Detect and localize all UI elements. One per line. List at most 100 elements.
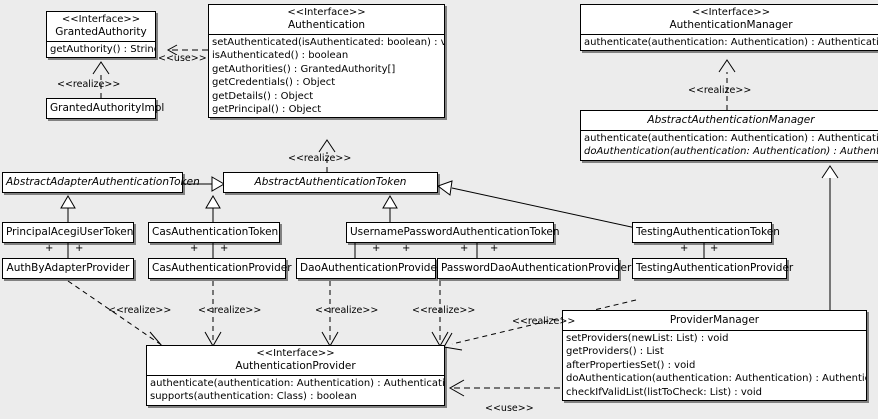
class-member: doAuthentication(authentication: Authent…	[566, 373, 866, 385]
class-header: PasswordDaoAuthenticationProvider	[438, 259, 632, 278]
multiplicity-marker: +	[372, 243, 381, 254]
members-compartment: setAuthenticated(isAuthenticated: boolea…	[209, 34, 444, 117]
multiplicity-marker: +	[220, 243, 229, 254]
class-name: UsernamePasswordAuthenticationToken	[350, 226, 560, 238]
class-name: AbstractAuthenticationManager	[647, 114, 815, 126]
class-box-dao-authentication-provider[interactable]: DaoAuthenticationProvider	[296, 258, 442, 279]
class-name: GrantedAuthorityImpl	[50, 102, 165, 114]
stereotype-label: <<Interface>>	[691, 7, 771, 18]
members-compartment: authenticate(authentication: Authenticat…	[581, 130, 878, 160]
class-name: AuthenticationManager	[669, 19, 793, 31]
members-compartment: authenticate(authentication: Authenticat…	[147, 375, 444, 405]
class-header: PrincipalAcegiUserToken	[3, 223, 133, 242]
class-name: AuthByAdapterProvider	[6, 262, 130, 274]
edge-label-use-provider-manager: <<use>>	[485, 403, 534, 414]
edge-label-realize-password-dao-provider: <<realize>>	[412, 305, 476, 316]
members-compartment: setProviders(newList: List) : void getPr…	[563, 330, 866, 400]
edge-label-realize-granted-authority-impl: <<realize>>	[57, 79, 121, 90]
edge-label-realize-testing-provider: <<realize>>	[512, 316, 576, 327]
class-box-granted-authority-impl[interactable]: GrantedAuthorityImpl	[46, 98, 165, 119]
members-compartment: getAuthority() : String	[47, 41, 155, 57]
multiplicity-marker: +	[402, 243, 411, 254]
class-name: AuthenticationProvider	[235, 360, 356, 372]
class-header: DaoAuthenticationProvider	[297, 259, 442, 278]
class-name: PrincipalAcegiUserToken	[6, 226, 134, 238]
class-name: CasAuthenticationToken	[152, 226, 279, 238]
class-header: AbstractAuthenticationManager	[581, 111, 878, 130]
edge-label-realize-cas-provider: <<realize>>	[198, 305, 262, 316]
stereotype-label: <<Interface>>	[287, 7, 366, 18]
class-member: afterPropertiesSet() : void	[566, 359, 696, 371]
class-name: GrantedAuthority	[55, 26, 147, 38]
stereotype-label: <<Interface>>	[61, 14, 141, 25]
class-member: setProviders(newList: List) : void	[566, 333, 729, 344]
edge-label-realize-authentication-manager: <<realize>>	[688, 85, 752, 96]
class-member: authenticate(authentication: Authenticat…	[150, 378, 444, 389]
class-header: <<Interface>> GrantedAuthority	[47, 12, 155, 41]
class-name: CasAuthenticationProvider	[152, 262, 292, 274]
class-box-granted-authority[interactable]: <<Interface>> GrantedAuthority getAuthor…	[46, 11, 156, 59]
class-member: getAuthority() : String	[50, 44, 155, 55]
class-box-abstract-adapter-authentication-token[interactable]: AbstractAdapterAuthenticationToken	[2, 172, 200, 193]
class-member: authenticate(authentication: Authenticat…	[584, 133, 878, 144]
class-box-username-password-authentication-token[interactable]: UsernamePasswordAuthenticationToken	[346, 222, 560, 243]
class-member: supports(authentication: Class) : boolea…	[150, 391, 357, 403]
multiplicity-marker: +	[490, 243, 499, 254]
multiplicity-marker: +	[75, 243, 84, 254]
class-member: checkIfValidList(listToCheck: List) : vo…	[566, 386, 763, 398]
multiplicity-marker: +	[45, 243, 54, 254]
class-header: <<Interface>> Authentication	[209, 5, 444, 34]
class-member: doAuthentication(authentication: Authent…	[584, 146, 878, 158]
class-header: AbstractAuthenticationToken	[224, 173, 437, 192]
class-member: authenticate(authentication: Authenticat…	[584, 37, 878, 48]
edge-label-realize-dao-provider: <<realize>>	[315, 305, 379, 316]
class-box-authentication-manager[interactable]: <<Interface>> AuthenticationManager auth…	[580, 4, 878, 52]
class-name: TestingAuthenticationToken	[636, 226, 780, 238]
class-name: AbstractAdapterAuthenticationToken	[6, 176, 200, 188]
class-member: getPrincipal() : Object	[212, 104, 322, 116]
class-box-provider-manager[interactable]: ProviderManager setProviders(newList: Li…	[562, 310, 867, 402]
class-header: <<Interface>> AuthenticationManager	[581, 5, 878, 34]
class-header: CasAuthenticationToken	[149, 223, 279, 242]
class-header: TestingAuthenticationProvider	[633, 259, 794, 278]
multiplicity-marker: +	[190, 243, 199, 254]
members-compartment: authenticate(authentication: Authenticat…	[581, 34, 878, 50]
class-member: setAuthenticated(isAuthenticated: boolea…	[212, 37, 444, 48]
class-name: TestingAuthenticationProvider	[636, 262, 794, 274]
class-box-cas-authentication-token[interactable]: CasAuthenticationToken	[148, 222, 280, 243]
class-header: UsernamePasswordAuthenticationToken	[347, 223, 560, 242]
class-name: PasswordDaoAuthenticationProvider	[441, 262, 632, 274]
class-box-abstract-authentication-manager[interactable]: AbstractAuthenticationManager authentica…	[580, 110, 878, 161]
edge-label-realize-auth-by-adapter: <<realize>>	[108, 305, 172, 316]
multiplicity-marker: +	[680, 243, 689, 254]
class-box-auth-by-adapter-provider[interactable]: AuthByAdapterProvider	[2, 258, 134, 279]
multiplicity-marker: +	[460, 243, 469, 254]
class-box-cas-authentication-provider[interactable]: CasAuthenticationProvider	[148, 258, 292, 279]
edge-label-use-authentication-granted-authority: <<use>>	[158, 53, 207, 64]
stereotype-label: <<Interface>>	[256, 348, 335, 359]
class-header: CasAuthenticationProvider	[149, 259, 292, 278]
class-member: isAuthenticated() : boolean	[212, 50, 349, 62]
class-header: AbstractAdapterAuthenticationToken	[3, 173, 200, 192]
class-header: GrantedAuthorityImpl	[47, 99, 165, 118]
class-box-authentication[interactable]: <<Interface>> Authentication setAuthenti…	[208, 4, 445, 119]
class-name: Authentication	[287, 19, 366, 31]
class-box-testing-authentication-provider[interactable]: TestingAuthenticationProvider	[632, 258, 794, 279]
class-box-principal-acegi-user-token[interactable]: PrincipalAcegiUserToken	[2, 222, 134, 243]
class-header: <<Interface>> AuthenticationProvider	[147, 346, 444, 375]
class-member: getAuthorities() : GrantedAuthority[]	[212, 63, 396, 75]
class-header: ProviderManager	[563, 311, 866, 330]
class-box-testing-authentication-token[interactable]: TestingAuthenticationToken	[632, 222, 780, 243]
class-name: AbstractAuthenticationToken	[254, 176, 407, 188]
class-box-abstract-authentication-token[interactable]: AbstractAuthenticationToken	[223, 172, 438, 193]
class-box-password-dao-authentication-provider[interactable]: PasswordDaoAuthenticationProvider	[437, 258, 632, 279]
class-name: ProviderManager	[669, 314, 760, 326]
edge-label-realize-abstract-authentication-token: <<realize>>	[288, 153, 352, 164]
class-box-authentication-provider[interactable]: <<Interface>> AuthenticationProvider aut…	[146, 345, 445, 406]
class-member: getProviders() : List	[566, 346, 664, 358]
multiplicity-marker: +	[710, 243, 719, 254]
class-member: getDetails() : Object	[212, 90, 314, 102]
class-header: AuthByAdapterProvider	[3, 259, 133, 278]
class-name: DaoAuthenticationProvider	[300, 262, 442, 274]
